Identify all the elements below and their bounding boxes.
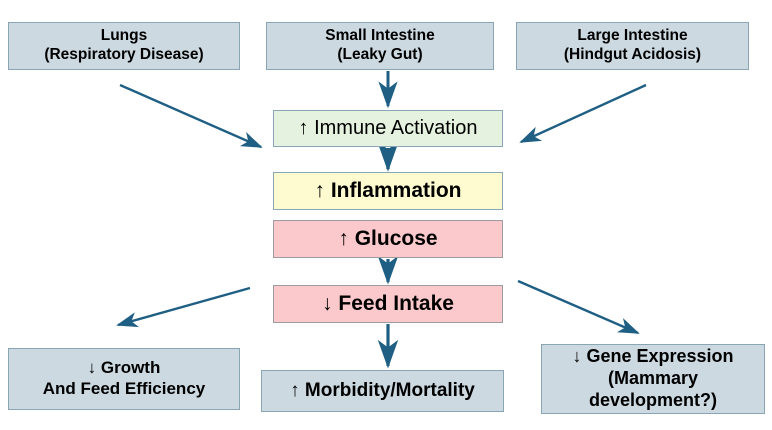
node-inflammation-label: ↑ Inflammation	[314, 179, 462, 203]
node-lungs: Lungs (Respiratory Disease)	[8, 22, 240, 70]
node-glucose: ↑ Glucose	[273, 220, 503, 258]
node-growth-and-feed-efficiency: ↓ Growth And Feed Efficiency	[8, 348, 240, 410]
arrow-feed-intake-to-growth	[116, 286, 251, 328]
node-large-intestine: Large Intestine (Hindgut Acidosis)	[516, 22, 749, 70]
arrow-lungs-to-immune-activation	[119, 83, 263, 149]
arrow-feed-intake-to-gene-expression	[517, 279, 640, 335]
node-immune-activation: ↑ Immune Activation	[273, 110, 503, 147]
node-gene-expression: ↓ Gene Expression (Mammary development?)	[541, 344, 765, 414]
node-growth-and-feed-efficiency-label: ↓ Growth And Feed Efficiency	[42, 358, 206, 398]
node-morbidity-mortality: ↑ Morbidity/Mortality	[261, 370, 504, 412]
node-immune-activation-label: ↑ Immune Activation	[298, 117, 478, 140]
node-feed-intake-label: ↓ Feed Intake	[322, 292, 454, 316]
node-morbidity-mortality-label: ↑ Morbidity/Mortality	[290, 380, 475, 402]
node-lungs-label: Lungs (Respiratory Disease)	[44, 27, 204, 63]
node-small-intestine: Small Intestine (Leaky Gut)	[266, 22, 494, 70]
node-large-intestine-label: Large Intestine (Hindgut Acidosis)	[563, 27, 702, 63]
node-gene-expression-label: ↓ Gene Expression (Mammary development?)	[572, 346, 734, 410]
arrow-large-intestine-to-immune-activation	[519, 83, 647, 144]
node-small-intestine-label: Small Intestine (Leaky Gut)	[325, 27, 435, 63]
node-glucose-label: ↑ Glucose	[338, 227, 438, 251]
node-inflammation: ↑ Inflammation	[273, 172, 503, 210]
node-feed-intake: ↓ Feed Intake	[273, 285, 503, 323]
